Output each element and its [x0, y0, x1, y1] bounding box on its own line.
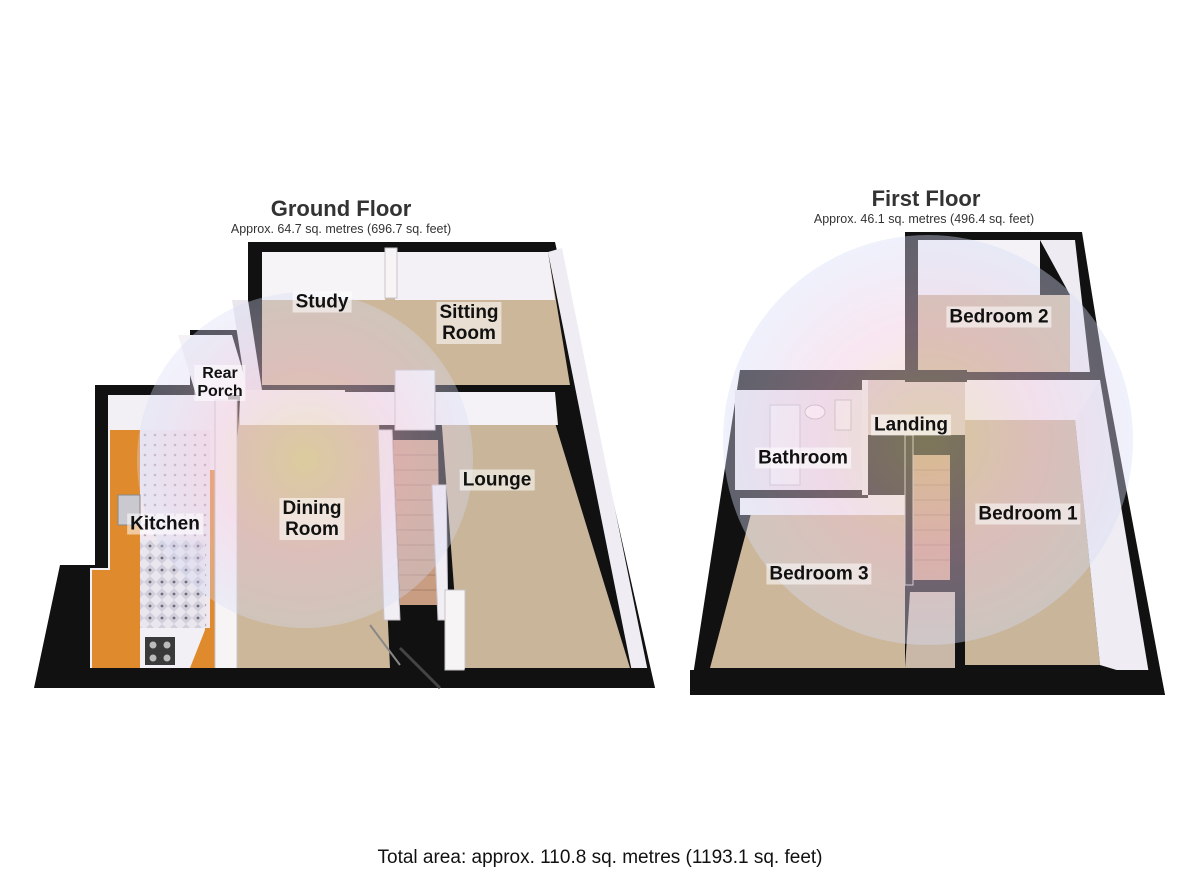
kitchen-hob	[145, 637, 175, 665]
kitchen-worktop-left	[92, 430, 140, 668]
room-label-landing: Landing	[871, 414, 951, 436]
ground-floor-area: Approx. 64.7 sq. metres (696.7 sq. feet)	[230, 222, 452, 236]
room-label-bedroom-3: Bedroom 3	[766, 563, 872, 585]
room-label-sitting-room: Sitting Room	[436, 302, 502, 344]
first-floor-watermark	[723, 235, 1133, 645]
lounge-floor	[440, 400, 630, 668]
room-label-bedroom-2: Bedroom 2	[946, 306, 1052, 328]
total-area: Total area: approx. 110.8 sq. metres (11…	[377, 847, 823, 868]
ground-floor-title: Ground Floor	[270, 196, 412, 221]
ground-floor-watermark	[137, 292, 473, 628]
room-label-dining-room: Dining Room	[279, 498, 345, 540]
first-floor-title: First Floor	[871, 186, 981, 211]
room-label-kitchen: Kitchen	[127, 513, 203, 535]
room-label-lounge: Lounge	[459, 469, 535, 491]
room-label-bathroom: Bathroom	[755, 447, 851, 469]
room-label-study: Study	[292, 291, 352, 313]
first-floor-area: Approx. 46.1 sq. metres (496.4 sq. feet)	[813, 212, 1035, 226]
room-label-bedroom-1: Bedroom 1	[975, 503, 1081, 525]
room-label-rear-porch: Rear Porch	[194, 365, 246, 401]
